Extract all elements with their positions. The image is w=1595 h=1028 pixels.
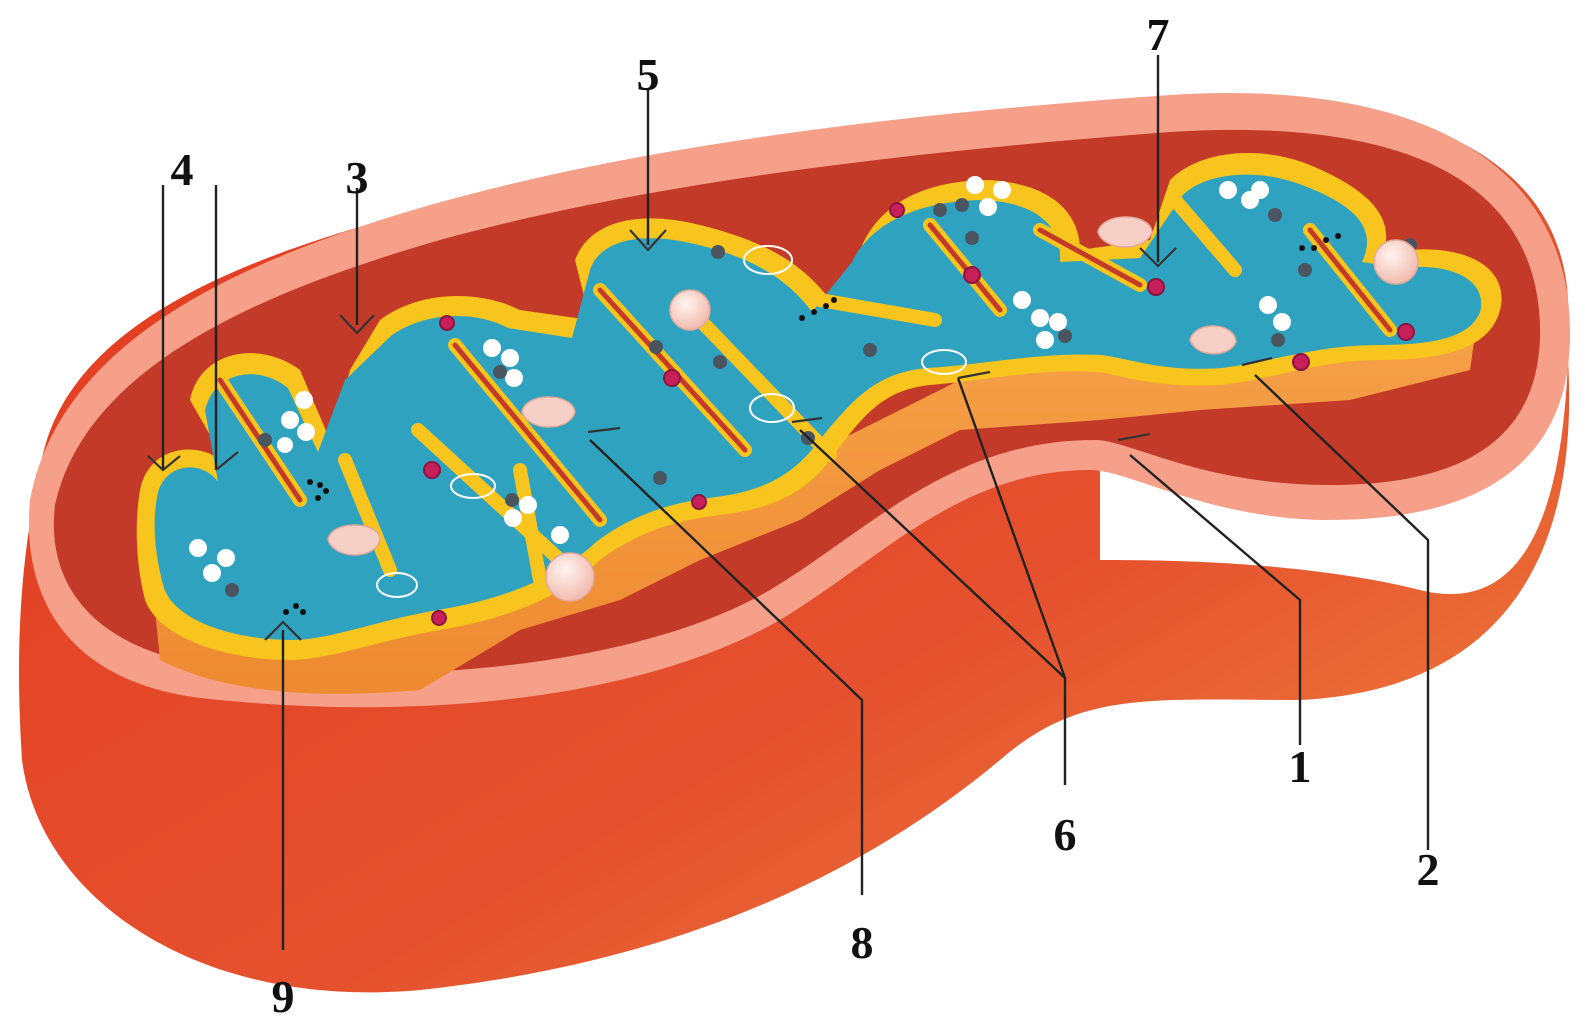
label-5: 5	[637, 49, 660, 100]
label-9: 9	[272, 971, 295, 1022]
label-3: 3	[346, 152, 369, 203]
label-8: 8	[851, 917, 874, 968]
label-7: 7	[1147, 9, 1170, 60]
label-2: 2	[1417, 844, 1440, 895]
label-4: 4	[171, 144, 194, 195]
label-1: 1	[1289, 741, 1312, 792]
label-6: 6	[1054, 809, 1077, 860]
